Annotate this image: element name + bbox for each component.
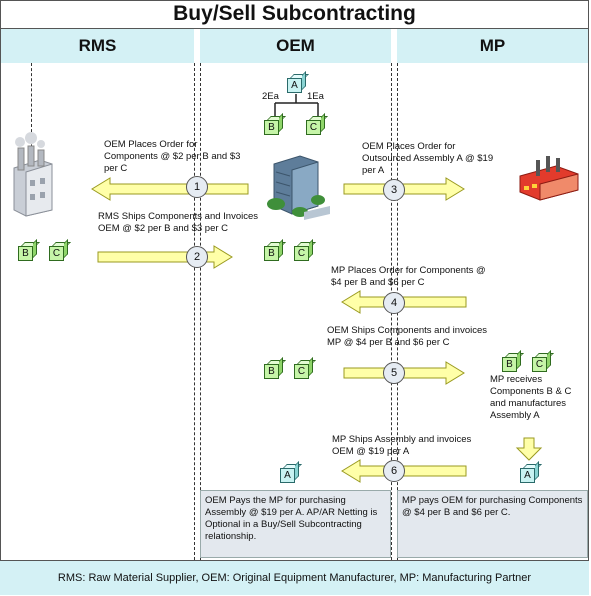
mp-payment-note: MP pays OEM for purchasing Components @ … — [397, 490, 588, 558]
step-1-label: OEM Places Order for Components @ $2 per… — [104, 139, 241, 174]
factory-building-icon — [13, 132, 53, 217]
arrow-step-2 — [97, 245, 233, 269]
office-building-icon — [267, 155, 330, 220]
lane-divider-rms-oem — [194, 63, 195, 560]
step-6-label: MP Ships Assembly and invoices OEM @ $19… — [332, 434, 472, 457]
bom-right-qty: 1Ea — [307, 91, 324, 102]
mp-cube-c: C — [532, 350, 554, 373]
lane-header-mp: MP — [397, 29, 588, 63]
step-1-badge: 1 — [186, 176, 208, 198]
step-4-label: MP Places Order for Components @ $4 per … — [331, 265, 486, 288]
step-6-badge: 6 — [383, 460, 405, 482]
mp-cube-b: B — [502, 350, 524, 373]
step-2-badge: 2 — [186, 246, 208, 268]
arrow-step-1 — [91, 177, 249, 201]
step-3-badge: 3 — [383, 179, 405, 201]
bom-cube-a: A — [287, 71, 309, 94]
rms-cube-b: B — [18, 239, 40, 262]
oem-cube-b-2: B — [264, 357, 286, 380]
lane-divider-oem-left — [200, 63, 201, 560]
step-4-badge: 4 — [383, 292, 405, 314]
oem-payment-note: OEM Pays the MP for purchasing Assembly … — [200, 490, 391, 558]
oem-cube-c-1: C — [294, 239, 316, 262]
rms-cube-c: C — [49, 239, 71, 262]
lane-header-rms: RMS — [1, 29, 194, 63]
bom-cube-b: B — [264, 113, 286, 136]
lane-header-oem: OEM — [200, 29, 391, 63]
lane-divider-rms-left — [31, 63, 32, 188]
arrow-down-mp — [515, 437, 543, 461]
step-5-badge: 5 — [383, 362, 405, 384]
legend-footer: RMS: Raw Material Supplier, OEM: Origina… — [0, 560, 589, 595]
oem-cube-b-1: B — [264, 239, 286, 262]
oem-cube-a: A — [280, 461, 302, 484]
mp-cube-a: A — [520, 461, 542, 484]
mp-receives-label: MP receives Components B & C and manufac… — [490, 374, 572, 421]
step-3-label: OEM Places Order for Outsourced Assembly… — [362, 141, 494, 176]
oem-cube-c-2: C — [294, 357, 316, 380]
bom-cube-c: C — [306, 113, 328, 136]
diagram-title: Buy/Sell Subcontracting — [0, 0, 589, 29]
step-2-label: RMS Ships Components and Invoices OEM @ … — [98, 211, 258, 234]
bom-left-qty: 2Ea — [262, 91, 279, 102]
step-5-label: OEM Ships Components and invoices MP @ $… — [327, 325, 487, 348]
red-factory-icon — [519, 156, 579, 201]
